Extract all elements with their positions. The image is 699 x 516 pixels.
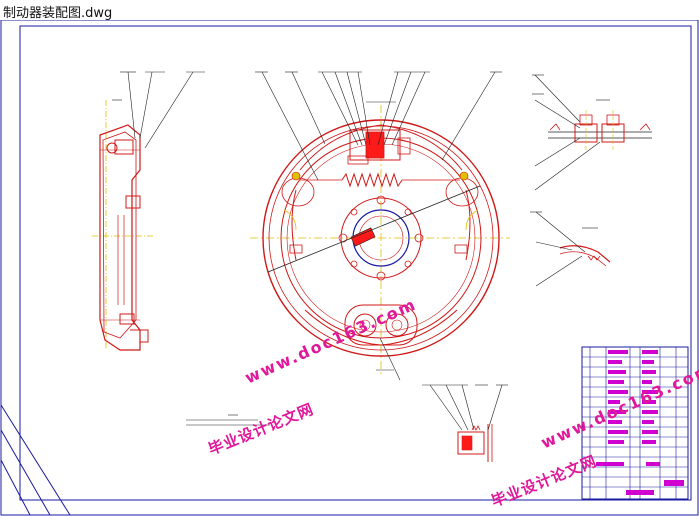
corner-triangle [0,404,71,516]
drawing-outer-border [0,20,699,516]
window-title: 制动器装配图.dwg [3,6,113,21]
drawing-frame [19,25,692,501]
section-c-c [530,211,611,287]
technical-notes [186,414,270,426]
section-d-d [422,384,508,462]
title-block [581,346,689,500]
side-view [92,71,205,351]
section-b-b [532,74,652,191]
cad-drawing-canvas[interactable] [0,20,699,516]
window-title-bar: 制动器装配图.dwg [0,0,699,21]
front-view [250,71,510,381]
